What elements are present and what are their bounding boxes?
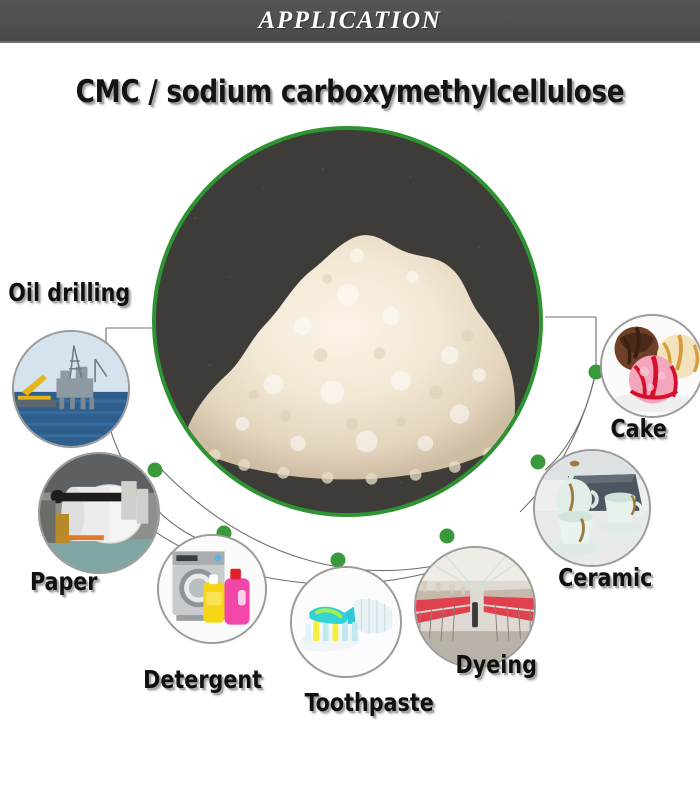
application-label-cake: Cake [610, 414, 667, 443]
offshore-oil-rig-icon [14, 332, 128, 446]
paper-mill-icon [40, 454, 158, 572]
detergent-bottles-icon [159, 536, 265, 642]
application-label-oil-drilling: Oil drilling [8, 278, 131, 307]
product-headline: CMC / sodium carboxymethylcellulose [75, 74, 625, 110]
application-label-toothpaste: Toothpaste [304, 688, 434, 717]
application-item-dyeing[interactable]: Dyeing [414, 546, 537, 679]
toothpaste-thumbnail[interactable] [290, 566, 402, 678]
connector-dot-toothpaste [330, 552, 346, 568]
application-item-paper[interactable]: Paper [30, 452, 160, 596]
page-title: APPLICATION [258, 7, 442, 34]
textile-dyeing-machines-icon [416, 548, 534, 666]
paper-thumbnail[interactable] [38, 452, 160, 574]
application-item-ceramic[interactable]: Ceramic [533, 449, 652, 592]
ceramic-teaset-icon [535, 451, 649, 565]
oil-drilling-thumbnail[interactable] [12, 330, 130, 448]
cmc-powder-photo [156, 130, 539, 513]
ice-cream-scoops-icon [602, 316, 700, 416]
application-label-ceramic: Ceramic [558, 563, 653, 592]
application-label-detergent: Detergent [143, 665, 263, 694]
application-label-dyeing: Dyeing [455, 650, 537, 679]
application-item-cake[interactable]: Cake [600, 314, 700, 443]
header-bar: APPLICATION [0, 0, 700, 43]
detergent-thumbnail[interactable] [157, 534, 267, 644]
ceramic-thumbnail[interactable] [533, 449, 651, 567]
application-item-detergent[interactable]: Detergent [143, 534, 267, 694]
toothbrush-icon [292, 568, 400, 676]
connector-dot-cake [588, 364, 604, 380]
dyeing-thumbnail[interactable] [414, 546, 536, 668]
application-item-oil-drilling[interactable]: Oil drilling [8, 278, 130, 448]
application-item-toothpaste[interactable]: Toothpaste [290, 566, 434, 717]
cake-thumbnail[interactable] [600, 314, 700, 418]
cmc-powder-hero-image [152, 126, 543, 517]
connector-dot-dyeing [439, 528, 455, 544]
application-label-paper: Paper [29, 567, 98, 596]
